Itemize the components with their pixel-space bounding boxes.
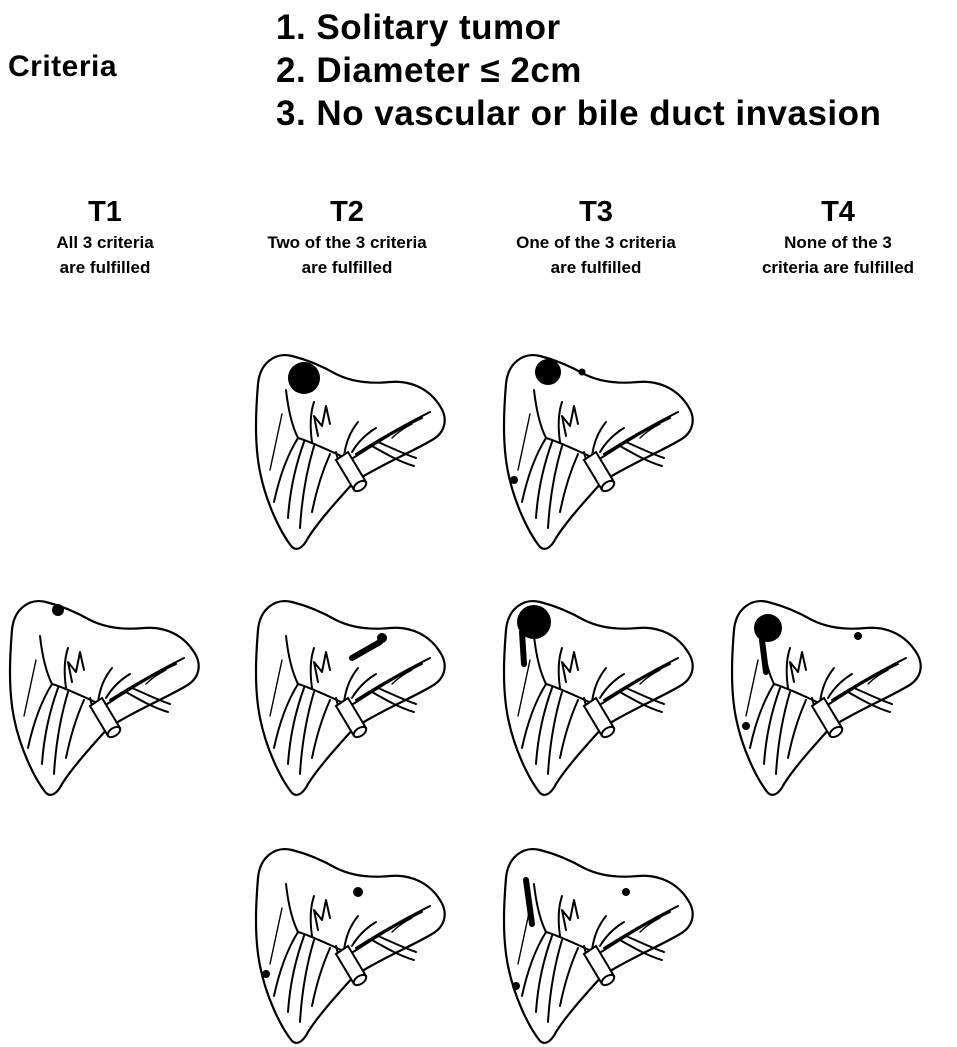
liver-drawing — [252, 836, 452, 1046]
liver-drawing — [500, 588, 700, 798]
tumor — [742, 722, 750, 730]
tumor — [754, 614, 782, 642]
stage-description-line1: Two of the 3 criteria — [227, 232, 467, 253]
liver-drawing — [500, 342, 700, 552]
stage-label: T1 — [0, 196, 225, 228]
vascular-invasion — [522, 632, 524, 664]
liver-diagram-t2-large-tumor — [252, 342, 452, 552]
liver-outline — [10, 601, 199, 795]
tumor — [377, 633, 387, 643]
liver-drawing — [500, 836, 700, 1046]
liver-diagram-t1-small-tumor — [6, 588, 206, 798]
criterion-diameter: 2. Diameter ≤ 2cm — [276, 49, 881, 92]
tumor — [510, 476, 518, 484]
stage-header-t2: T2 Two of the 3 criteria are fulfilled — [227, 196, 467, 278]
tumor — [622, 888, 630, 896]
criteria-title: Criteria — [8, 50, 117, 84]
tumor — [52, 604, 64, 616]
stage-label: T4 — [718, 196, 957, 228]
liver-outline — [504, 849, 693, 1043]
criterion-solitary: 1. Solitary tumor — [276, 6, 881, 49]
tumor — [535, 359, 561, 385]
liver-drawing — [6, 588, 206, 798]
stage-header-t4: T4 None of the 3 criteria are fulfilled — [718, 196, 957, 278]
stage-description-line2: are fulfilled — [0, 257, 225, 278]
liver-outline — [504, 355, 693, 549]
liver-diagram-t4-multiple-large-invasion — [728, 588, 928, 798]
liver-diagram-t3-multiple-invasion — [500, 836, 700, 1046]
stage-description-line2: are fulfilled — [227, 257, 467, 278]
stage-description-line1: One of the 3 criteria — [476, 232, 716, 253]
vascular-invasion — [762, 640, 766, 672]
liver-outline — [256, 355, 445, 549]
tumor — [288, 362, 320, 394]
tumor — [512, 982, 520, 990]
liver-diagram-t3-multiple-large — [500, 342, 700, 552]
tumor — [353, 887, 363, 897]
criterion-no-invasion: 3. No vascular or bile duct invasion — [276, 92, 881, 135]
liver-outline — [256, 601, 445, 795]
liver-diagram-t2-small-invasion — [252, 588, 452, 798]
liver-drawing — [252, 342, 452, 552]
stage-label: T2 — [227, 196, 467, 228]
stage-label: T3 — [476, 196, 716, 228]
liver-diagram-t3-large-invasion — [500, 588, 700, 798]
tumor — [579, 369, 586, 376]
liver-outline — [256, 849, 445, 1043]
tumor — [262, 970, 270, 978]
criteria-list: 1. Solitary tumor 2. Diameter ≤ 2cm 3. N… — [276, 6, 881, 135]
liver-drawing — [728, 588, 928, 798]
stage-description-line1: None of the 3 — [718, 232, 957, 253]
liver-diagram-t2-multiple-small — [252, 836, 452, 1046]
stage-description-line2: criteria are fulfilled — [718, 257, 957, 278]
stage-header-t3: T3 One of the 3 criteria are fulfilled — [476, 196, 716, 278]
tumor — [517, 605, 551, 639]
stage-description-line2: are fulfilled — [476, 257, 716, 278]
liver-drawing — [252, 588, 452, 798]
stage-header-t1: T1 All 3 criteria are fulfilled — [0, 196, 225, 278]
stage-description-line1: All 3 criteria — [0, 232, 225, 253]
tumor — [854, 632, 862, 640]
